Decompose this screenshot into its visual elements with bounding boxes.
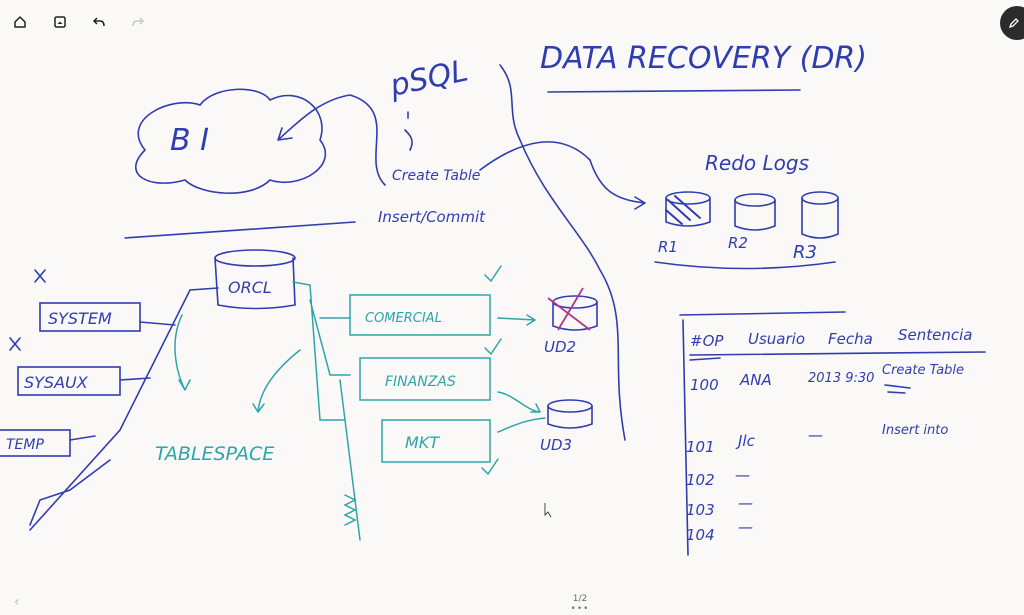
system-tree-lines xyxy=(29,287,219,531)
header-sentencia: Sentencia xyxy=(898,326,972,344)
frame-button[interactable] xyxy=(46,8,74,36)
more-options-button[interactable]: ••• xyxy=(570,604,590,614)
undo-button[interactable] xyxy=(85,8,113,36)
redo-brace xyxy=(654,261,836,270)
disk-ud3 xyxy=(547,399,593,429)
drawing-title: DATA RECOVERY (DR) xyxy=(540,41,867,76)
finanzas-box xyxy=(359,357,491,401)
pen-tool-button[interactable] xyxy=(1000,6,1024,40)
log-table-lines xyxy=(679,311,986,556)
tablespace-arrows xyxy=(174,314,301,413)
cell: ANA xyxy=(739,371,772,389)
cell: — xyxy=(735,466,750,484)
ud2-label: UD2 xyxy=(544,338,576,356)
mouse-cursor-icon xyxy=(544,503,552,518)
x-marks xyxy=(9,269,46,351)
failed-disk-cross xyxy=(547,287,591,331)
cell: 103 xyxy=(686,501,715,519)
cell: — xyxy=(738,518,753,536)
table-row: 101 Jlc — Insert into xyxy=(686,423,948,456)
system-label: SYSTEM xyxy=(48,309,112,328)
log-table: #OP Usuario Fecha Sentencia 100 ANA 2013… xyxy=(686,326,972,544)
cell: 101 xyxy=(686,438,715,456)
orcl-database xyxy=(214,249,296,310)
title-underline xyxy=(547,89,801,93)
redo-log-r2 xyxy=(734,193,776,231)
cell: — xyxy=(808,426,823,444)
section-divider xyxy=(124,221,356,239)
divider-wave xyxy=(499,64,626,441)
table-row: 100 ANA 2013 9:30 Create Table xyxy=(690,363,964,394)
cell: Insert into xyxy=(882,423,948,438)
insert-commit-label: Insert/Commit xyxy=(378,208,486,226)
to-redo-arrow xyxy=(479,141,646,210)
header-fecha: Fecha xyxy=(828,330,873,348)
header-op: #OP xyxy=(690,332,724,350)
table-row: 103 — xyxy=(686,494,753,519)
cloud-shape xyxy=(135,88,327,194)
sysaux-box xyxy=(17,366,121,396)
cell: Create Table xyxy=(882,363,964,378)
table-row: 104 — xyxy=(686,518,753,544)
finanzas-label: FINANZAS xyxy=(385,374,456,390)
connector-stroke xyxy=(404,111,413,151)
frame-icon xyxy=(54,16,66,28)
user-tree-lines xyxy=(292,281,361,541)
plsql-label: pSQL xyxy=(386,53,471,104)
comercial-box xyxy=(349,294,491,336)
tablespace-label: TABLESPACE xyxy=(155,443,274,465)
temp-label: TEMP xyxy=(6,437,44,453)
temp-box xyxy=(0,429,71,457)
system-box xyxy=(39,302,141,332)
check-marks xyxy=(481,265,502,476)
redo-log-r1 xyxy=(665,191,711,227)
disk-arrows xyxy=(497,314,546,433)
scribble xyxy=(884,384,911,394)
cell: Jlc xyxy=(735,432,756,450)
comercial-label: COMERCIAL xyxy=(365,311,442,326)
ud3-label: UD3 xyxy=(540,436,572,454)
page-indicator: 1/2 xyxy=(572,594,588,604)
orcl-label: ORCL xyxy=(228,278,272,297)
redo-r2-label: R2 xyxy=(728,234,748,252)
cell: — xyxy=(738,494,753,512)
redo-log-r3 xyxy=(801,191,839,239)
cell: 100 xyxy=(690,376,719,394)
redo-icon xyxy=(132,17,145,27)
header-usuario: Usuario xyxy=(748,330,805,348)
pen-icon xyxy=(1008,18,1019,29)
sysaux-label: SYSAUX xyxy=(24,373,89,392)
redo-button[interactable] xyxy=(124,8,152,36)
create-table-label: Create Table xyxy=(392,168,480,184)
plsql-to-bi-arrow xyxy=(277,94,386,186)
cell: 102 xyxy=(686,471,715,489)
cell: 2013 9:30 xyxy=(808,371,874,386)
previous-page-button[interactable]: ‹ xyxy=(14,594,20,610)
home-button[interactable] xyxy=(6,8,34,36)
undo-icon xyxy=(92,17,105,27)
cell: 104 xyxy=(686,526,715,544)
mkt-box xyxy=(381,419,491,463)
redo-logs-label: Redo Logs xyxy=(705,151,809,175)
home-icon xyxy=(14,16,26,28)
mkt-label: MKT xyxy=(405,433,440,452)
table-row: 102 — xyxy=(686,466,750,489)
redo-r3-label: R3 xyxy=(793,242,817,263)
redo-r1-label: R1 xyxy=(658,238,678,256)
bi-label: B I xyxy=(170,123,209,158)
